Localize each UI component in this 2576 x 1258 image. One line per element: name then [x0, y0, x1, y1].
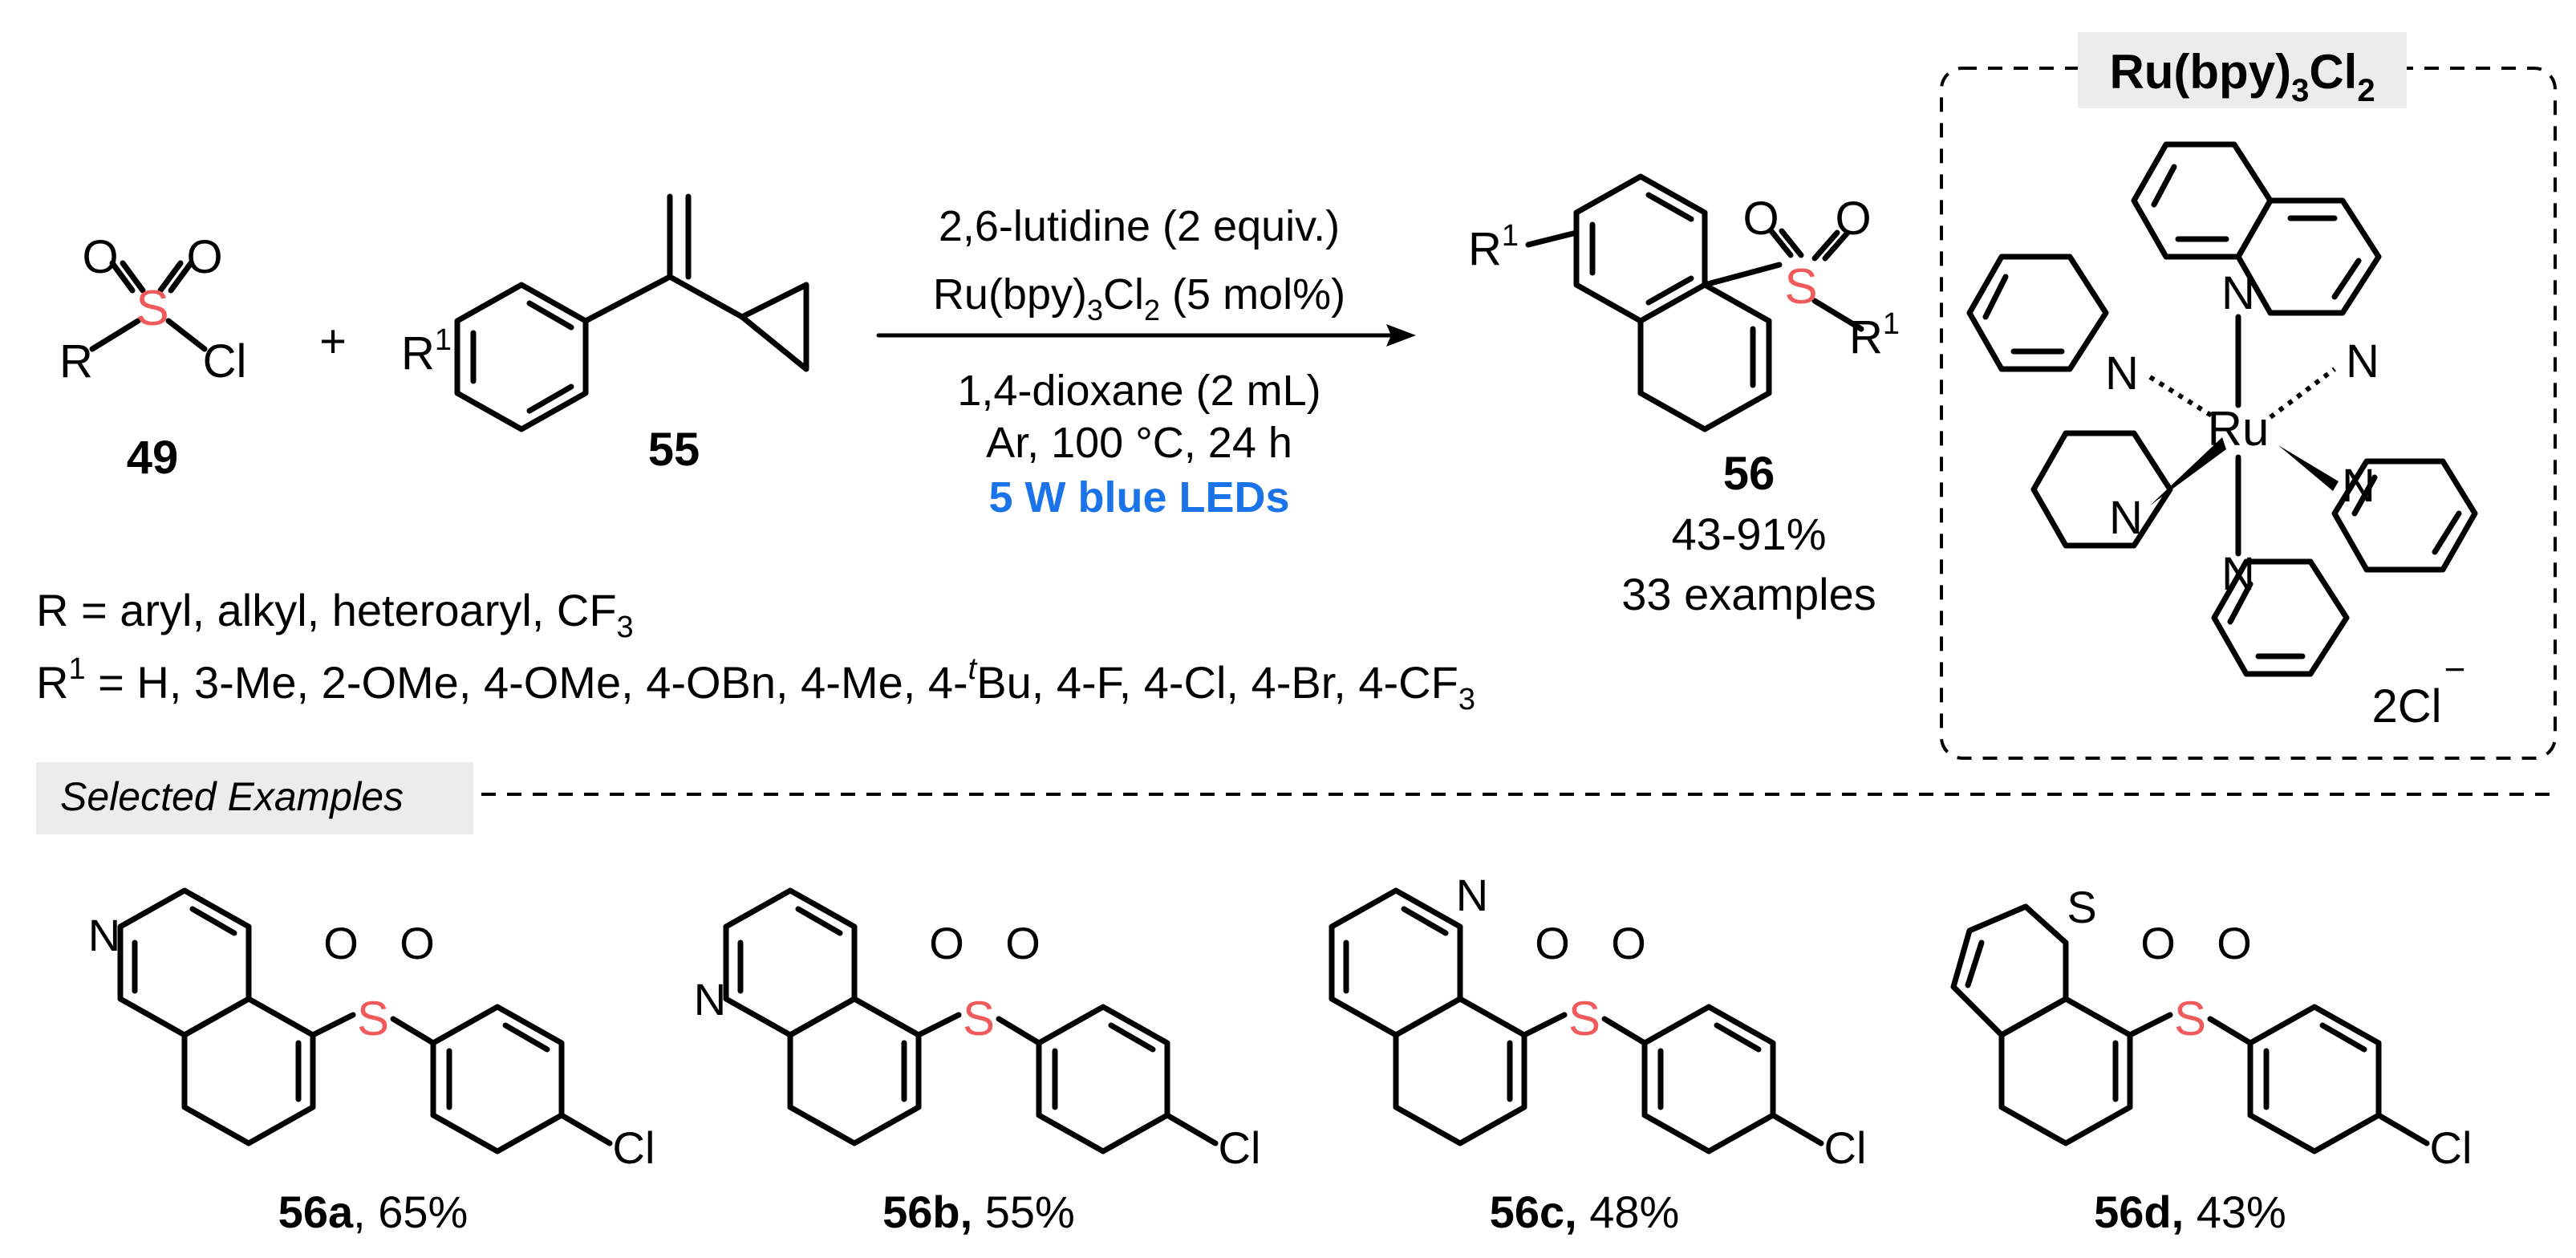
plus-sign: + — [319, 315, 347, 367]
compound-49: S O O R Cl 49 — [59, 231, 246, 484]
reaction-arrow — [876, 324, 1416, 347]
oxygen-atom: O — [1742, 193, 1779, 245]
chlorine-atom: Cl — [2430, 1122, 2473, 1173]
condition-temp: Ar, 100 °C, 24 h — [986, 419, 1292, 467]
r1-scope: R1 = H, 3-Me, 2-OMe, 4-OMe, 4-OBn, 4-Me,… — [36, 652, 1475, 716]
sulfur-atom: S — [1784, 259, 1817, 314]
compound-56: S O O R1 R1 56 43-91% 33 examples — [1468, 173, 1900, 619]
oxygen-atom: O — [1835, 193, 1871, 245]
chlorine-atom: Cl — [1219, 1122, 1261, 1173]
sulfur-atom: S — [357, 992, 389, 1045]
nitrogen-atom: N — [2105, 347, 2139, 400]
example-label-56c: 56c, 48% — [1490, 1187, 1680, 1237]
oxygen-atom: O — [2140, 918, 2176, 968]
example-label-56d: 56d, 43% — [2094, 1187, 2286, 1237]
sulfur-atom: S — [963, 992, 995, 1045]
oxygen-atom: O — [929, 918, 964, 968]
chlorine-atom: Cl — [1824, 1122, 1867, 1173]
selected-header: Selected Examples — [60, 774, 404, 819]
chlorine-atom: Cl — [203, 335, 247, 388]
r1-group: R1 — [401, 323, 452, 379]
nitrogen-atom: N — [88, 910, 120, 960]
negative-charge: − — [2444, 648, 2466, 690]
nitrogen-atom: N — [1456, 870, 1488, 920]
condition-light: 5 W blue LEDs — [988, 473, 1289, 521]
compound-number-56: 56 — [1723, 448, 1775, 500]
sulfur-atom: S — [136, 281, 168, 336]
example-56b: S O O N Cl 56b, 55% — [694, 887, 1261, 1237]
thiophene-sulfur: S — [2067, 882, 2096, 932]
catalyst-box: Ru(bpy)3Cl2 Ru N N N N N N 2Cl — [1940, 32, 2557, 760]
oxygen-atom: O — [186, 231, 222, 283]
oxygen-atom: O — [323, 918, 359, 968]
example-label-56b: 56b, 55% — [882, 1187, 1075, 1237]
r1-group: R1 — [1849, 307, 1900, 363]
oxygen-atom: O — [1535, 918, 1570, 968]
compound-55: R1 55 — [401, 193, 809, 476]
sulfur-atom: S — [2174, 992, 2206, 1045]
r-group: R — [59, 335, 93, 388]
r1-group: R1 — [1468, 219, 1519, 275]
oxygen-atom: O — [1611, 918, 1646, 968]
compound-number-55: 55 — [648, 424, 700, 476]
condition-solvent: 1,4-dioxane (2 mL) — [957, 367, 1320, 415]
oxygen-atom: O — [1005, 918, 1041, 968]
nitrogen-atom: N — [2109, 492, 2143, 544]
nitrogen-atom: N — [2342, 460, 2375, 512]
nitrogen-atom: N — [694, 974, 726, 1025]
counterion: 2Cl — [2371, 680, 2441, 732]
oxygen-atom: O — [82, 231, 118, 283]
oxygen-atom: O — [2217, 918, 2252, 968]
nitrogen-atom: N — [2221, 548, 2255, 600]
condition-catalyst: Ru(bpy)3Cl2 (5 mol%) — [933, 270, 1345, 327]
compound-number-49: 49 — [127, 432, 179, 484]
chlorine-atom: Cl — [613, 1122, 655, 1173]
example-count: 33 examples — [1621, 569, 1876, 619]
condition-base: 2,6-lutidine (2 equiv.) — [939, 202, 1340, 250]
example-label-56a: 56a, 65% — [278, 1187, 469, 1237]
sulfur-atom: S — [1568, 992, 1600, 1045]
example-56c: S O O N Cl 56c, 48% — [1329, 870, 1867, 1237]
catalyst-title-bg — [2078, 32, 2407, 108]
catalyst-title: Ru(bpy)3Cl2 — [2109, 45, 2375, 108]
r-scope: R = aryl, alkyl, heteroaryl, CF3 — [36, 585, 634, 644]
nitrogen-atom: N — [2221, 267, 2255, 319]
nitrogen-atom: N — [2346, 335, 2379, 388]
example-56d: S S O O Cl 56d, 43% — [1950, 882, 2473, 1237]
example-56a: S O O N Cl 56a, 65% — [88, 887, 655, 1237]
oxygen-atom: O — [400, 918, 435, 968]
yield-range: 43-91% — [1671, 509, 1826, 559]
selected-header-bg — [36, 762, 473, 834]
